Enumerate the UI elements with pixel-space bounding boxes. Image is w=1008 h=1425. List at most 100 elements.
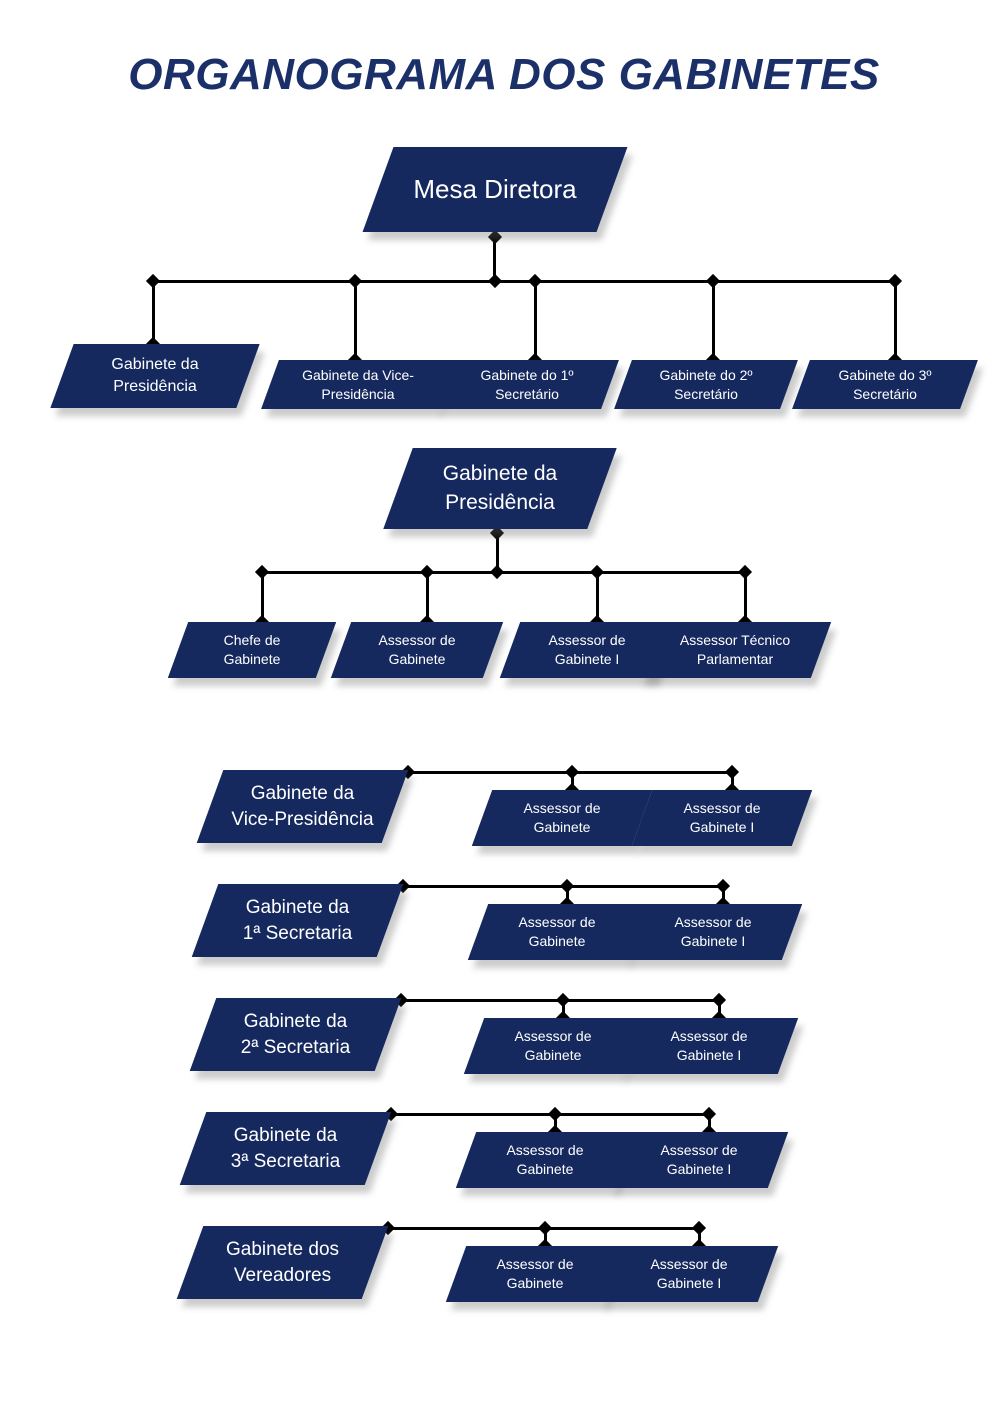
node-label: Gabinete do 1º Secretário [480,366,573,404]
org-node-assessor-gabinete: Assessor de Gabinete [341,622,493,678]
node-label: Assessor de Gabinete I [650,1255,727,1293]
connector-line [894,281,897,360]
node-label: Gabinete do 2º Secretário [659,366,752,404]
connector-line [722,886,725,904]
node-label-line1: Gabinete da [233,1124,338,1146]
node-label-line2: Secretário [853,385,917,402]
node-label-line1: Assessor de [506,1142,584,1159]
connector-line [554,1114,557,1132]
connector-diamond [487,229,503,245]
connector-diamond [711,992,727,1008]
node-label: Assessor de Gabinete I [674,913,751,951]
node-label-line2: Vice-Presidência [231,808,374,830]
connector-diamond [555,992,571,1008]
connector-line [566,886,569,904]
node-label-line1: Assessor de [496,1256,574,1273]
node-label-line1: Assessor de [378,632,456,649]
connector-line [731,772,734,790]
org-node-gabinete-1-secretario: Gabinete do 1º Secretário [444,360,610,409]
node-label-line2: Gabinete I [689,819,755,835]
node-label-line2: Vereadores [233,1264,332,1286]
node-label-line2: 1ª Secretaria [242,922,353,944]
connector-diamond [537,1220,553,1236]
connector-diamond [347,273,363,289]
node-label-line2: Presidência [321,385,395,402]
node-label: Gabinete da 1ª Secretaria [243,895,352,946]
org-node-gabinete-presidencia: Gabinete da Presidência [62,344,248,408]
connector-line [712,281,715,360]
connector-line [496,529,499,572]
connector-line [153,280,895,283]
connector-line [708,1114,711,1132]
connector-diamond [589,564,605,580]
org-node-row1-assessor: Assessor de Gabinete [478,904,636,960]
connector-line [261,572,264,622]
node-label: Gabinete dos Vereadores [226,1237,339,1288]
connector-diamond [701,1106,717,1122]
connector-line [562,1000,565,1018]
org-node-row-3a-secretaria: Gabinete da 3ª Secretaria [193,1112,378,1185]
node-label-line1: Assessor Técnico [679,632,791,649]
node-label-line2: Gabinete I [554,651,620,667]
org-node-row1-assessor-1: Assessor de Gabinete I [634,904,792,960]
node-label: Assessor de Gabinete [523,799,600,837]
connector-line [571,772,574,790]
connector-diamond [887,273,903,289]
node-label-line2: Parlamentar [696,651,774,667]
node-label-line2: 3ª Secretaria [230,1150,341,1172]
connector-line [534,281,537,360]
node-label-line2: Secretário [495,385,559,402]
node-label-line1: Assessor de [523,800,601,817]
node-label: Gabinete da Presidência [111,354,198,397]
node-label-line1: Gabinete da Vice- [302,366,414,383]
node-label-line1: Gabinete da [243,1010,348,1032]
connector-line [718,1000,721,1018]
node-label-line1: Assessor de [683,800,761,817]
node-label: Gabinete da Presidência [443,460,557,517]
connector-diamond [691,1220,707,1236]
node-label: Assessor de Gabinete I [683,799,760,837]
page-title: ORGANOGRAMA DOS GABINETES [128,50,880,99]
org-node-row4-assessor-1: Assessor de Gabinete I [610,1246,768,1302]
org-node-presidencia-parent: Gabinete da Presidência [398,448,602,529]
org-node-gabinete-3-secretario: Gabinete do 3º Secretário [801,360,969,409]
org-node-row3-assessor: Assessor de Gabinete [466,1132,624,1188]
node-label-line1: Gabinete da [111,356,199,374]
org-node-row-vereadores: Gabinete dos Vereadores [190,1226,375,1299]
node-label-line2: Gabinete I [680,933,746,949]
node-label-line2: Gabinete [533,819,591,835]
connector-diamond [419,564,435,580]
node-label: Chefe de Gabinete [224,631,281,669]
connector-line [152,281,155,344]
org-node-row2-assessor: Assessor de Gabinete [474,1018,632,1074]
node-label-line2: Gabinete [524,1047,582,1063]
node-label-line2: Gabinete [388,651,446,667]
connector-diamond [724,764,740,780]
connector-diamond [737,564,753,580]
connector-diamond [564,764,580,780]
connector-diamond [254,564,270,580]
node-label-line1: Assessor de [674,914,752,931]
node-label: Gabinete do 3º Secretário [838,366,931,404]
connector-diamond [547,1106,563,1122]
node-label-line1: Chefe de [223,632,281,649]
node-label-line1: Gabinete do 1º [480,366,574,383]
connector-diamond [489,564,505,580]
node-label-line2: Gabinete [223,651,281,667]
node-label: Assessor de Gabinete [506,1141,583,1179]
node-label: Gabinete da 2ª Secretaria [241,1009,350,1060]
node-label-line2: Gabinete [528,933,586,949]
connector-line [493,232,496,281]
node-label-line1: Assessor de [548,632,626,649]
connector-diamond [715,878,731,894]
node-label-line1: Gabinete da [245,896,350,918]
org-node-mesa-diretora: Mesa Diretora [378,147,612,232]
org-node-chefe-gabinete: Chefe de Gabinete [178,622,326,678]
node-label-line1: Gabinete dos [225,1238,340,1260]
connector-line [596,572,599,622]
connector-line [426,572,429,622]
connector-line [544,1228,547,1246]
org-node-gabinete-2-secretario: Gabinete do 2º Secretário [623,360,789,409]
org-node-row0-assessor: Assessor de Gabinete [482,790,642,846]
